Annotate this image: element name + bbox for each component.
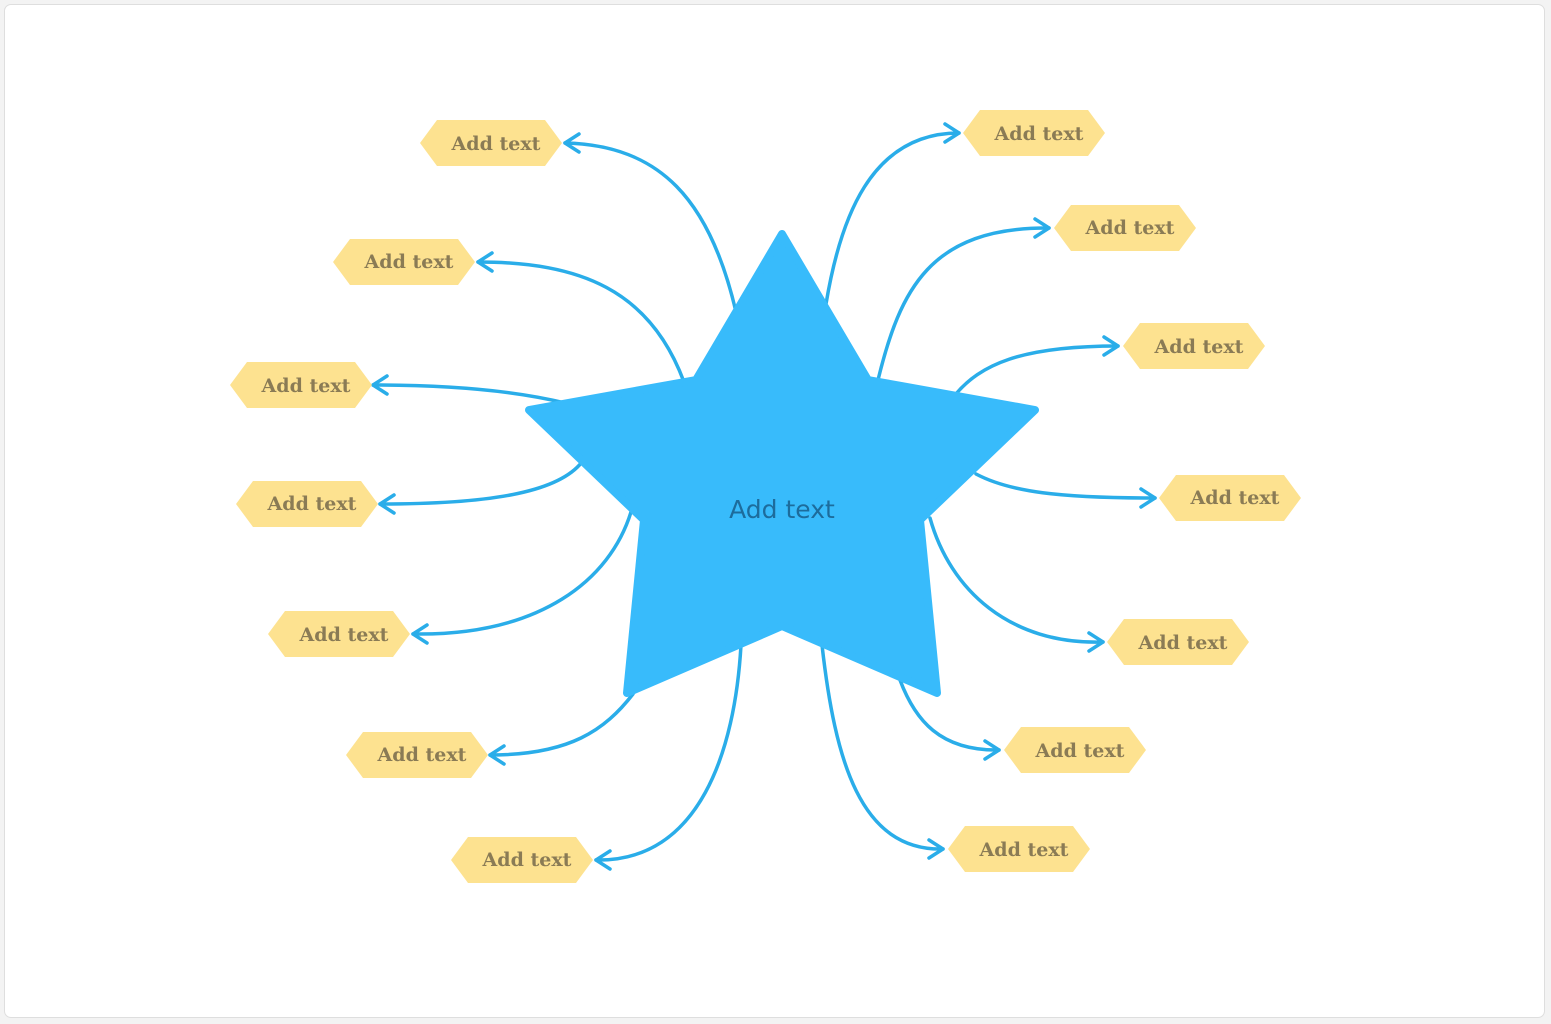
node-label[interactable]: Add text [1154, 336, 1244, 358]
node-shape [268, 611, 410, 657]
connector-left-7 [594, 643, 743, 871]
node-label[interactable]: Add text [979, 839, 1069, 861]
node-right-1[interactable]: Add text [963, 110, 1105, 156]
node-shape [1107, 619, 1249, 665]
node-left-5[interactable]: Add text [268, 611, 410, 657]
node-label[interactable]: Add text [299, 624, 389, 646]
node-shape [1123, 323, 1265, 369]
connector-left-1 [563, 132, 738, 314]
node-label[interactable]: Add text [482, 849, 572, 871]
node-shape [236, 481, 378, 527]
connector-left-3 [371, 374, 567, 405]
star-shape [525, 230, 1039, 697]
connector-right-4 [974, 472, 1157, 509]
connector-right-1 [824, 122, 961, 306]
node-right-5[interactable]: Add text [1107, 619, 1249, 665]
node-shape [230, 362, 372, 408]
connector-right-2 [876, 217, 1051, 382]
nodes: Add text Add text Add text Add text Add … [230, 110, 1301, 883]
node-label[interactable]: Add text [451, 133, 541, 155]
node-shape [451, 837, 593, 883]
connector-right-5 [928, 516, 1105, 653]
node-shape [963, 110, 1105, 156]
connector-left-4 [378, 460, 584, 515]
node-label[interactable]: Add text [1035, 740, 1125, 762]
node-shape [948, 826, 1090, 872]
node-shape [333, 239, 475, 285]
central-star[interactable]: Add text [525, 230, 1039, 697]
center-label[interactable]: Add text [729, 495, 835, 524]
connector-right-7 [820, 643, 945, 860]
connector-right-6 [898, 678, 1001, 761]
node-left-1[interactable]: Add text [420, 120, 562, 166]
node-right-4[interactable]: Add text [1159, 475, 1301, 521]
connector-left-2 [476, 251, 686, 384]
node-label[interactable]: Add text [1085, 217, 1175, 239]
connector-left-6 [488, 692, 635, 766]
node-left-6[interactable]: Add text [346, 732, 488, 778]
node-shape [420, 120, 562, 166]
node-right-2[interactable]: Add text [1054, 205, 1196, 251]
node-label[interactable]: Add text [377, 744, 467, 766]
node-shape [346, 732, 488, 778]
node-label[interactable]: Add text [267, 493, 357, 515]
node-label[interactable]: Add text [994, 123, 1084, 145]
connector-left-5 [411, 510, 633, 645]
node-shape [1159, 475, 1301, 521]
node-shape [1054, 205, 1196, 251]
node-right-7[interactable]: Add text [948, 826, 1090, 872]
node-shape [1004, 727, 1146, 773]
node-label[interactable]: Add text [261, 375, 351, 397]
node-right-6[interactable]: Add text [1004, 727, 1146, 773]
connectors [371, 122, 1157, 871]
node-left-4[interactable]: Add text [236, 481, 378, 527]
node-label[interactable]: Add text [364, 251, 454, 273]
connector-right-3 [953, 335, 1120, 397]
node-right-3[interactable]: Add text [1123, 323, 1265, 369]
node-left-7[interactable]: Add text [451, 837, 593, 883]
node-label[interactable]: Add text [1138, 632, 1228, 654]
node-label[interactable]: Add text [1190, 487, 1280, 509]
node-left-3[interactable]: Add text [230, 362, 372, 408]
node-left-2[interactable]: Add text [333, 239, 475, 285]
